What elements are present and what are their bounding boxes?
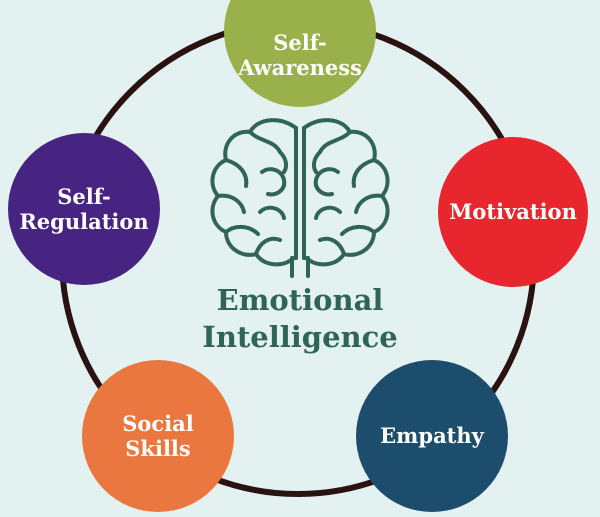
- node-self-regulation: Self- Regulation: [8, 133, 160, 285]
- node-motivation: Motivation: [438, 137, 588, 287]
- node-social-skills: Social Skills: [82, 360, 234, 512]
- node-social-skills-label: Social Skills: [122, 410, 194, 461]
- node-empathy-label: Empathy: [380, 423, 484, 449]
- center-title-line-1: Emotional: [216, 283, 384, 317]
- node-self-awareness-label: Self- Awareness: [238, 29, 362, 80]
- node-motivation-label: Motivation: [449, 199, 577, 225]
- node-empathy: Empathy: [356, 360, 508, 512]
- node-self-regulation-label: Self- Regulation: [19, 183, 149, 234]
- brain-icon: [210, 118, 390, 278]
- center-title-line-2: Intelligence: [202, 320, 398, 354]
